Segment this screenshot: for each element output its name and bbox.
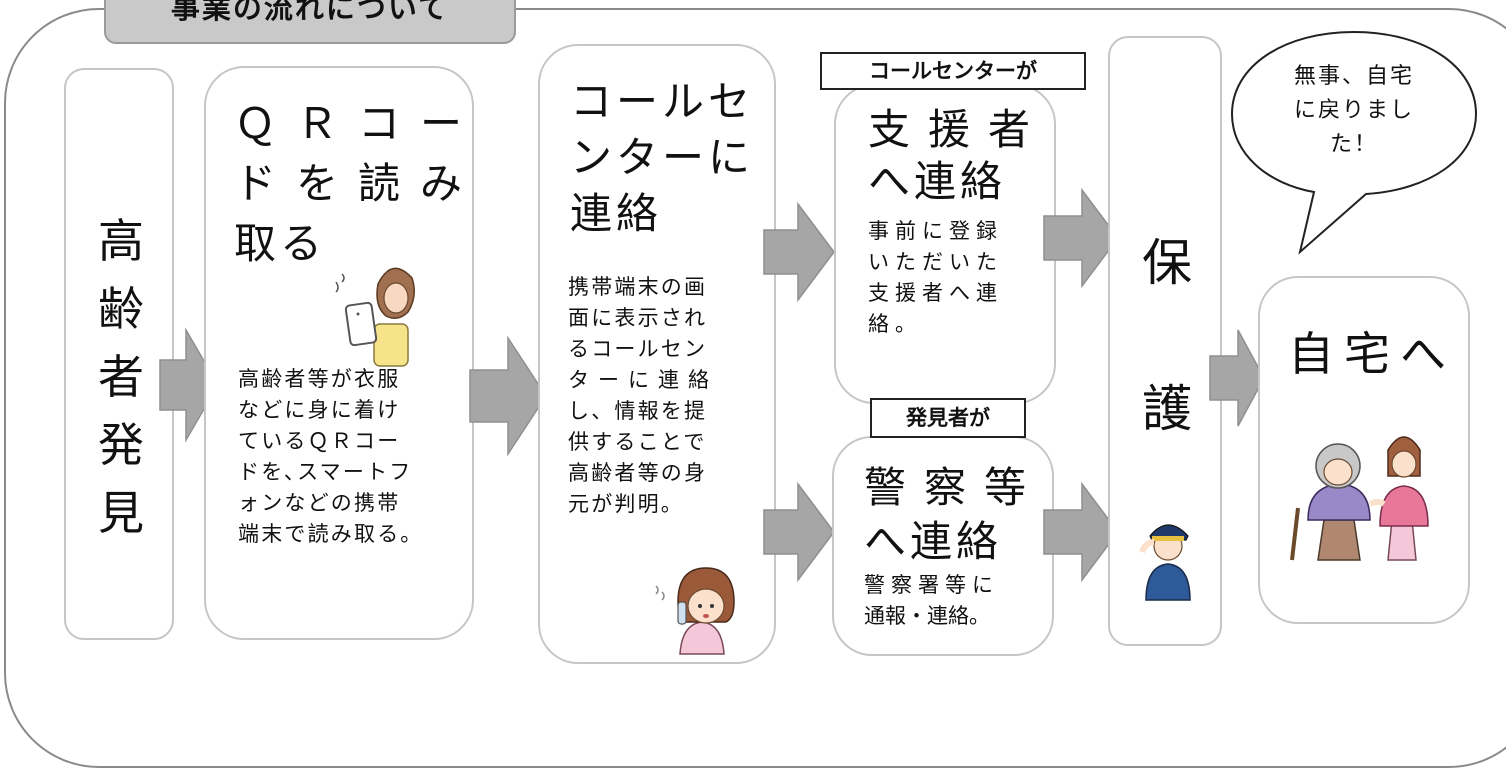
step-police-body-line-2: 通報・連絡。 xyxy=(864,604,990,628)
step-qr-title-line-3: 取る xyxy=(234,219,327,268)
step-qr-body-line-4: ドを､スマートフ xyxy=(238,460,413,484)
step-callcenter-body-line-4: ターに連絡 xyxy=(568,368,718,392)
step-supporter-title-line-1: 支援者 xyxy=(868,105,1049,154)
step-police-body-line-1: 警察署等に xyxy=(864,573,999,597)
step-callcenter-body-line-5: し、情報を提 xyxy=(568,399,708,423)
header-title: 事業の流れについて xyxy=(170,0,450,25)
arrow-right-icon xyxy=(159,327,219,443)
step-callcenter-title-line-1: コールセ xyxy=(570,77,755,126)
step-supporter-body-line-2: いただいた xyxy=(868,250,1003,274)
step-discover-char-3: 者 xyxy=(98,350,144,404)
step-discover-char-2: 齢 xyxy=(98,282,144,336)
step-protect-box: 保 護 xyxy=(1108,36,1222,646)
header-tab: 事業の流れについて xyxy=(104,0,516,44)
step-callcenter-body-line-3: るコールセン xyxy=(568,337,708,361)
girl-on-phone-icon xyxy=(655,567,735,655)
step-qr-box: ＱＲコー ドを読み 取る 高齢者等が衣服 などに身に着け ているＱＲコー ドを､… xyxy=(204,66,474,640)
arrow-right-icon xyxy=(763,481,835,583)
step-police-box: 警察等 へ連絡 警察署等に 通報・連絡。 xyxy=(832,436,1054,656)
step-qr-body-line-3: ているＱＲコー xyxy=(238,429,401,453)
step-callcenter-body-line-1: 携帯端末の画 xyxy=(568,275,708,299)
step-discover-box: 高 齢 者 発 見 xyxy=(64,68,174,640)
elderly-with-caregiver-icon xyxy=(1290,436,1429,561)
step-qr-body-line-2: などに身に着け xyxy=(238,398,401,422)
arrow-right-icon xyxy=(1043,481,1119,583)
woman-with-smartphone-icon xyxy=(335,267,415,367)
step-protect-char-2: 護 xyxy=(1142,380,1192,438)
arrow-right-icon xyxy=(763,201,835,303)
speech-line-1: 無事、自宅 xyxy=(1293,64,1414,89)
step-callcenter-box: コールセ ンターに 連絡 携帯端末の画 面に表示され るコールセン ターに連絡 … xyxy=(538,44,776,664)
arrow-right-icon xyxy=(469,335,547,457)
step-home-box: 自宅へ xyxy=(1258,276,1470,624)
step-qr-body: 高齢者等が衣服 などに身に着け ているＱＲコー ドを､スマートフ ォンなどの携帯… xyxy=(238,364,413,550)
step-supporter-label: コールセンターが xyxy=(820,52,1086,90)
step-callcenter-title-line-3: 連絡 xyxy=(570,189,663,238)
step-protect-char-1: 保 xyxy=(1142,234,1192,292)
step-supporter-body-line-4: 絡。 xyxy=(868,312,922,336)
step-supporter-box: 支援者 へ連絡 事前に登録 いただいた 支援者へ連 絡。 xyxy=(834,84,1056,404)
step-qr-body-line-5: ォンなどの携帯 xyxy=(238,491,401,515)
arrow-right-icon xyxy=(1209,329,1265,427)
step-qr-title-line-2: ドを読み xyxy=(234,159,483,208)
step-discover-char-4: 発 xyxy=(98,418,144,472)
step-home-title: 自宅へ xyxy=(1288,327,1456,381)
step-callcenter-body-line-6: 供することで xyxy=(568,430,707,454)
arrow-right-icon xyxy=(1043,187,1119,289)
step-supporter-title-line-2: へ連絡 xyxy=(868,157,1007,206)
step-qr-body-line-6: 端末で読み取る｡ xyxy=(238,522,414,546)
step-qr-body-line-1: 高齢者等が衣服 xyxy=(238,367,401,391)
step-police-title-line-2: へ連絡 xyxy=(864,517,1003,566)
speech-line-3: た！ xyxy=(1329,132,1378,157)
step-police-title-line-1: 警察等 xyxy=(864,463,1045,512)
step-callcenter-body: 携帯端末の画 面に表示され るコールセン ターに連絡 し、情報を提 供することで… xyxy=(568,272,718,520)
step-callcenter-body-line-7: 高齢者等の身 xyxy=(568,461,708,485)
step-supporter-body: 事前に登録 いただいた 支援者へ連 絡。 xyxy=(868,216,1003,340)
step-callcenter-body-line-8: 元が判明。 xyxy=(568,492,684,516)
step-qr-title-line-1: ＱＲコー xyxy=(234,99,483,148)
step-police-body: 警察署等に 通報・連絡。 xyxy=(864,570,999,632)
step-discover-char-5: 見 xyxy=(98,486,144,540)
step-supporter-body-line-1: 事前に登録 xyxy=(868,219,1003,243)
speech-line-2: に戻りまし xyxy=(1293,98,1414,123)
step-supporter-body-line-3: 支援者へ連 xyxy=(868,281,1003,305)
step-callcenter-body-line-2: 面に表示され xyxy=(568,306,708,330)
police-officer-icon xyxy=(1139,524,1191,601)
speech-bubble-icon xyxy=(1230,30,1478,255)
step-callcenter-title-line-2: ンターに xyxy=(570,133,755,182)
step-discover-char-1: 高 xyxy=(98,214,144,268)
speech-bubble-text: 無事、自宅 に戻りまし た！ xyxy=(1268,60,1440,162)
step-police-label: 発見者が xyxy=(870,398,1026,438)
